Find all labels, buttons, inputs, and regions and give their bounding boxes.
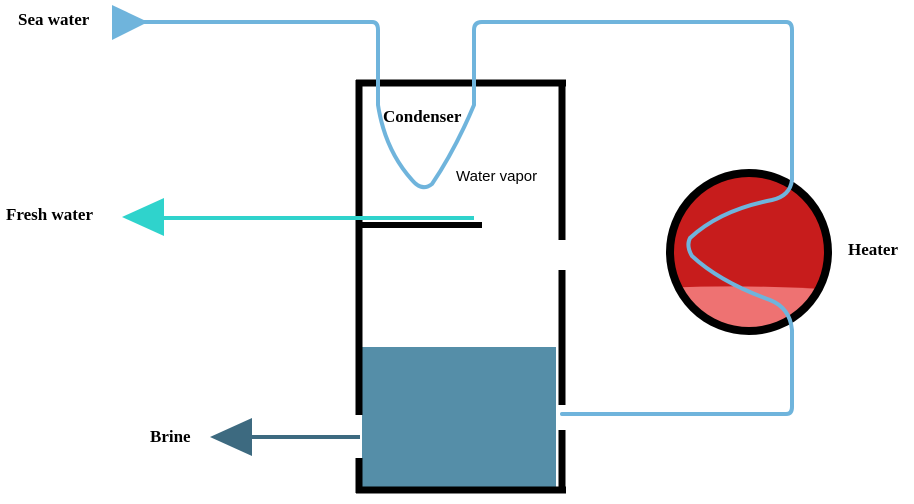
brine-water-body [362,347,556,487]
label-brine: Brine [150,427,191,446]
brine-arrow-icon [210,418,252,456]
sea-water-pipe [138,20,794,416]
heater [666,169,832,335]
label-heater: Heater [848,240,898,259]
label-fresh-water: Fresh water [6,205,93,224]
sea-water-arrow-icon [112,5,148,40]
vessel-outline [355,79,566,494]
fresh-water-arrow-icon [122,198,164,236]
label-water-vapor: Water vapor [456,168,537,185]
label-sea-water: Sea water [18,10,90,29]
label-condenser: Condenser [383,107,462,126]
